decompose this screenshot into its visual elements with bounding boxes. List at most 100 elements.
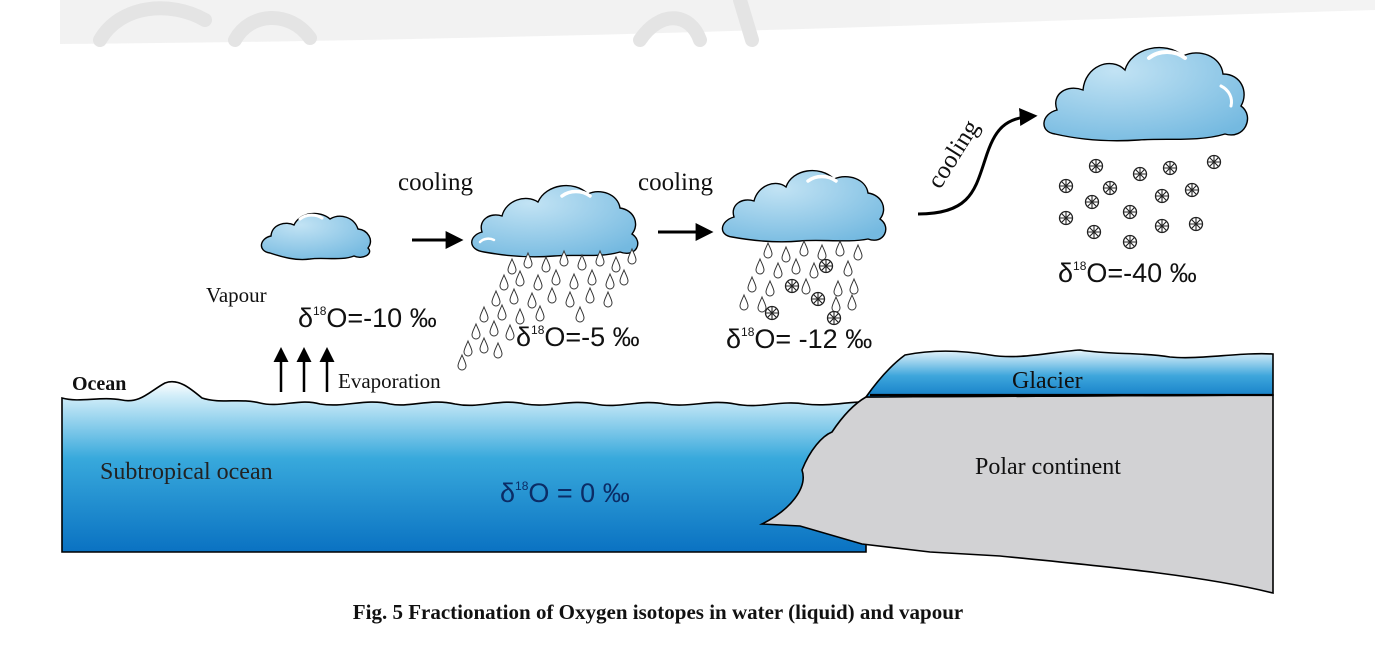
raindrop-icon — [507, 258, 517, 275]
raindrop-icon — [575, 306, 585, 323]
isotope-mass: 18 — [741, 325, 755, 339]
raindrop-icon — [833, 280, 843, 297]
raindrop-icon — [565, 291, 575, 308]
snowflake-icon — [810, 291, 826, 307]
raindrop-icon — [515, 270, 525, 287]
raindrop-icon — [809, 262, 819, 279]
raindrop-icon — [765, 280, 775, 297]
snowflake-icon — [1086, 224, 1102, 240]
figure-caption: Fig. 5 Fractionation of Oxygen isotopes … — [353, 600, 963, 624]
svg-text:δ18O = 0 ‰: δ18O = 0 ‰ — [500, 478, 630, 508]
snowflake-icon — [1184, 182, 1200, 198]
raindrop-icon — [757, 296, 767, 313]
delta-vapour-value: =-10 ‰ — [347, 303, 436, 333]
cooling-label-2: cooling — [638, 169, 713, 196]
raindrop-icon — [491, 290, 501, 307]
raindrop-icon — [835, 240, 845, 257]
raindrop-icon — [847, 294, 857, 311]
cloud-icon — [1043, 46, 1249, 142]
raindrop-icon — [755, 258, 765, 275]
subtropical-ocean-label: Subtropical ocean — [100, 459, 273, 485]
polar-continent-label: Polar continent — [975, 454, 1121, 480]
cloud-icon — [721, 169, 887, 243]
isotope-element: O — [528, 478, 549, 508]
snowflake-icon — [1188, 216, 1204, 232]
snowflake-icon — [1162, 160, 1178, 176]
raindrop-icon — [497, 304, 507, 321]
snowflake-icon — [1206, 154, 1222, 170]
raindrop-icon — [569, 273, 579, 290]
raindrop-icon — [849, 278, 859, 295]
raindrop-icon — [747, 276, 757, 293]
delta-symbol: δ — [726, 324, 741, 354]
raindrop-icon — [611, 256, 621, 273]
raindrop-icon — [763, 242, 773, 259]
delta-cloud-3-value: = -12 ‰ — [775, 324, 872, 354]
raindrop-icon — [547, 287, 557, 304]
snowflake-icon — [764, 305, 780, 321]
polar-continent — [758, 394, 1274, 595]
raindrop-icon — [489, 320, 499, 337]
raindrop-icon — [499, 274, 509, 291]
isotope-mass: 18 — [531, 323, 545, 337]
snowflake-icon — [1154, 218, 1170, 234]
raindrop-icon — [781, 246, 791, 263]
svg-text:δ18O= -12 ‰: δ18O= -12 ‰ — [726, 324, 872, 354]
isotope-element: O — [1086, 258, 1107, 288]
raindrop-icon — [457, 354, 467, 371]
glacier — [864, 349, 1274, 398]
snowflake-icon — [1058, 210, 1074, 226]
raindrop-icon — [843, 260, 853, 277]
raindrop-icon — [619, 269, 629, 286]
isotope-element: O — [544, 322, 565, 352]
snowflake-icon — [1102, 180, 1118, 196]
raindrop-icon — [479, 337, 489, 354]
snowflake-icon — [1132, 166, 1148, 182]
snowflake-icon — [826, 310, 842, 326]
snowflake-icon — [1058, 178, 1074, 194]
raindrop-icon — [853, 244, 863, 261]
isotope-mass: 18 — [313, 304, 327, 318]
raindrop-icon — [551, 269, 561, 286]
raindrop-icon — [739, 294, 749, 311]
delta-cloud-4-value: =-40 ‰ — [1107, 258, 1196, 288]
snowflake-icon — [1084, 194, 1100, 210]
svg-text:δ18O=-5 ‰: δ18O=-5 ‰ — [516, 322, 640, 352]
raindrop-icon — [587, 269, 597, 286]
raindrop-icon — [605, 273, 615, 290]
delta-symbol: δ — [516, 322, 531, 352]
raindrop-icon — [541, 256, 551, 273]
rain-drops-cloud-3 — [739, 240, 863, 326]
delta-cloud-4: δ18O=-40 ‰ — [1058, 258, 1197, 288]
glacier-label: Glacier — [1012, 368, 1083, 394]
raindrop-icon — [773, 262, 783, 279]
delta-ocean: δ18O = 0 ‰ — [500, 478, 630, 508]
snowflake-icon — [784, 278, 800, 294]
raindrop-icon — [585, 287, 595, 304]
snowflake-icon — [1122, 234, 1138, 250]
raindrop-icon — [831, 296, 841, 313]
ocean-body — [61, 380, 867, 553]
delta-vapour: δ18O=-10 ‰ — [298, 303, 437, 333]
raindrop-icon — [533, 274, 543, 291]
evaporation-arrows — [273, 347, 335, 392]
evaporation-label: Evaporation — [338, 369, 441, 393]
snowflake-icon — [1122, 204, 1138, 220]
isotope-element: O — [326, 303, 347, 333]
raindrop-icon — [493, 342, 503, 359]
arrow-icon — [917, 108, 1038, 216]
raindrop-icon — [801, 278, 811, 295]
ocean-label: Ocean — [72, 373, 126, 395]
delta-cloud-2: δ18O=-5 ‰ — [516, 322, 640, 352]
raindrop-icon — [535, 305, 545, 322]
snowflake-icon — [1088, 158, 1104, 174]
cooling-label-3: cooling — [922, 115, 985, 193]
raindrop-icon — [509, 288, 519, 305]
svg-text:δ18O=-40 ‰: δ18O=-40 ‰ — [1058, 258, 1197, 288]
raindrop-icon — [505, 324, 515, 341]
cooling-arrows — [412, 108, 1038, 249]
raindrop-icon — [527, 292, 537, 309]
svg-text:δ18O=-10 ‰: δ18O=-10 ‰ — [298, 303, 437, 333]
delta-cloud-2-value: =-5 ‰ — [565, 322, 639, 352]
